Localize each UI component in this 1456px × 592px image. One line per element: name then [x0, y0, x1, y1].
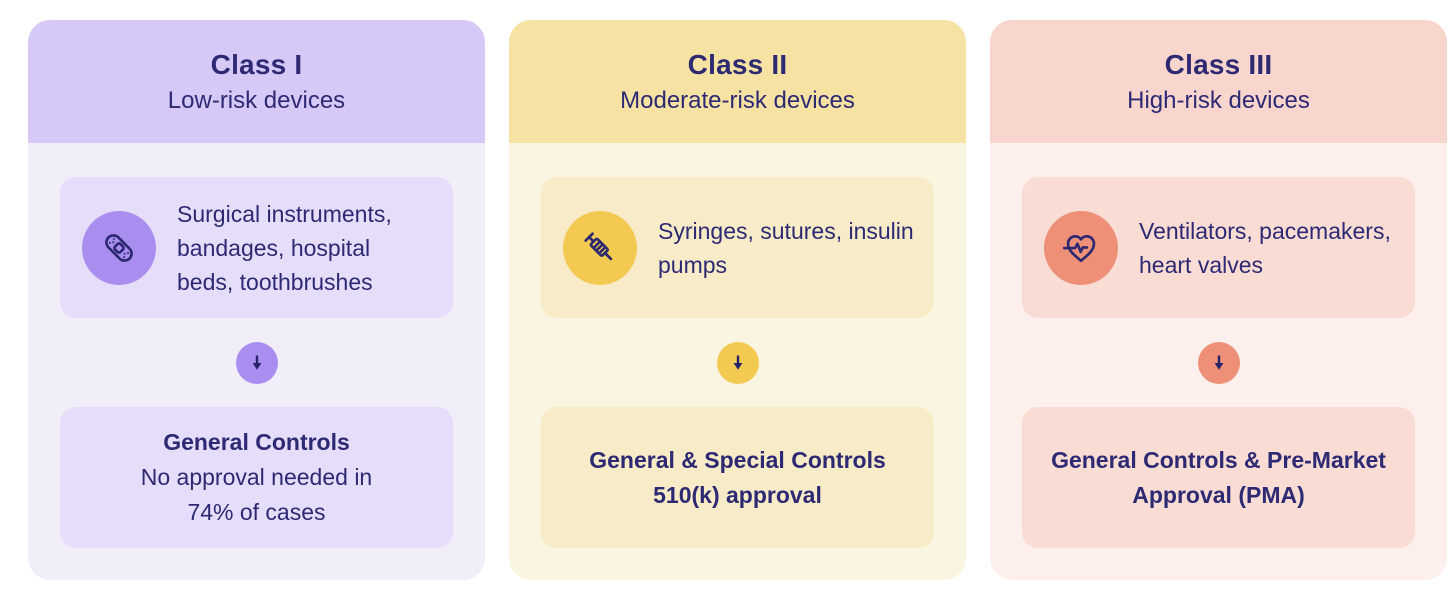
class-3-body: Ventilators, pacemakers, heart valves Ge… [990, 143, 1447, 580]
class-2-column: Class II Moderate-risk devices [509, 20, 966, 580]
column-subtitle: Moderate-risk devices [620, 86, 855, 114]
approval-detail: No approval needed in 74% of cases [140, 464, 373, 525]
examples-card: Ventilators, pacemakers, heart valves [1022, 177, 1415, 318]
class-2-body: Syringes, sutures, insulin pumps General… [509, 143, 966, 580]
column-subtitle: Low-risk devices [167, 86, 346, 114]
arrow-row [1197, 342, 1240, 384]
column-title: Class II [687, 48, 788, 80]
examples-card: Syringes, sutures, insulin pumps [541, 177, 934, 318]
examples-text: Ventilators, pacemakers, heart valves [1139, 217, 1391, 278]
down-arrow-icon [716, 342, 759, 384]
approval-title: General & Special Controls 510(k) approv… [589, 446, 886, 508]
class-3-header: Class III High-risk devices [990, 20, 1447, 143]
column-title: Class I [210, 48, 303, 80]
examples-text: Surgical instruments, bandages, hospital… [177, 200, 392, 295]
class-1-body: Surgical instruments, bandages, hospital… [28, 143, 485, 580]
syringe-icon [563, 210, 637, 285]
examples-card: Surgical instruments, bandages, hospital… [60, 177, 453, 318]
down-arrow-icon [1197, 342, 1240, 384]
class-1-header: Class I Low-risk devices [28, 20, 485, 143]
approval-card: General Controls No approval needed in 7… [60, 407, 453, 548]
class-3-column: Class III High-risk devices Ventilators,… [990, 20, 1447, 580]
bandage-icon [82, 210, 156, 285]
column-subtitle: High-risk devices [1127, 86, 1310, 114]
approval-card: General Controls & Pre-Market Approval (… [1022, 407, 1415, 548]
down-arrow-icon [235, 342, 278, 384]
approval-title: General Controls [163, 429, 350, 455]
approval-card: General & Special Controls 510(k) approv… [541, 407, 934, 548]
arrow-row [716, 342, 759, 384]
approval-title: General Controls & Pre-Market Approval (… [1051, 446, 1386, 508]
arrow-row [235, 342, 278, 384]
column-title: Class III [1164, 48, 1273, 80]
class-1-column: Class I Low-risk devices [28, 20, 485, 580]
class-2-header: Class II Moderate-risk devices [509, 20, 966, 143]
heart-pulse-icon [1044, 210, 1118, 285]
examples-text: Syringes, sutures, insulin pumps [658, 217, 914, 278]
